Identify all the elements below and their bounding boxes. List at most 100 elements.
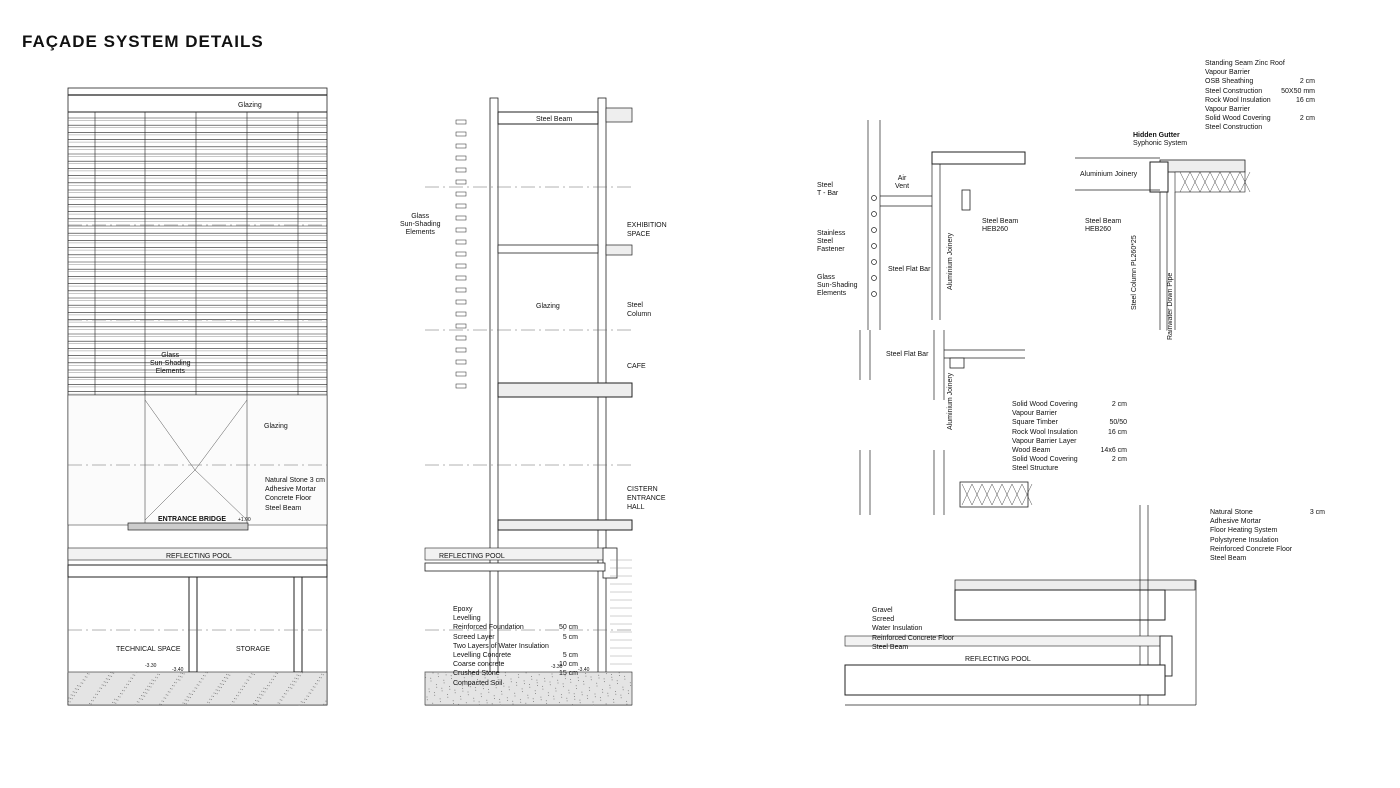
louver [455, 371, 467, 377]
line [981, 483, 993, 506]
layer-item: Steel Structure [1012, 464, 1127, 473]
layer-item: Reinforced Concrete Floor [1210, 545, 1325, 554]
layer-name: Standing Seam Zinc Roof [1205, 60, 1285, 67]
soil-dot [94, 697, 96, 699]
roof-beam [497, 111, 599, 125]
soil-dot [514, 692, 516, 694]
layer-thickness: 16 cm [1107, 428, 1127, 436]
soil-dot [252, 703, 254, 705]
soil-dot [132, 674, 134, 676]
soil-dot [151, 679, 153, 681]
soil-dot [624, 675, 626, 677]
fastener [871, 227, 877, 233]
soil-dot [167, 691, 169, 693]
soil-dot [86, 673, 88, 675]
soil-dot [456, 684, 458, 686]
soil-dot [268, 685, 270, 687]
soil-dot [277, 672, 279, 674]
soil-dot [283, 693, 285, 695]
soil-dot [536, 679, 538, 681]
soil-dot [76, 685, 78, 687]
layer-item: Epoxy [453, 605, 578, 614]
label-section-glazing: Glazing [536, 303, 560, 310]
soil-dot [84, 679, 86, 681]
soil-dot [188, 693, 190, 695]
soil-dot [266, 688, 268, 690]
layer-name: Solid Wood Covering [1012, 401, 1078, 408]
soil-dot [196, 684, 198, 686]
soil-dot [209, 698, 211, 700]
soil-dot [127, 684, 129, 686]
facade-mullion [489, 97, 499, 674]
louver [455, 191, 467, 197]
roof-build-up [1159, 159, 1246, 173]
layer-name: Steel Construction [1205, 87, 1263, 95]
label-joinery-vertical-2: Aluminium Joinery [947, 372, 954, 430]
layer-thickness: 2 cm [1299, 78, 1315, 86]
soil-dot [101, 687, 103, 689]
label-glazing: Glazing [264, 423, 288, 430]
soil-dot [291, 684, 293, 686]
soil-dot [592, 701, 594, 703]
soil-dot [617, 683, 618, 684]
soil-dot [239, 692, 241, 694]
soil-dot [599, 697, 601, 699]
soil-dot [452, 700, 454, 702]
soil-dot [312, 686, 314, 688]
soil-dot [605, 673, 607, 675]
layer-name: Coarse concrete [453, 661, 505, 669]
soil-dot [505, 674, 507, 676]
soil-dot [155, 676, 157, 678]
layer-name: Floor Heating System [1210, 527, 1278, 535]
soil-dot [148, 689, 150, 691]
soil-dot [458, 703, 460, 705]
soil-dot [165, 697, 167, 699]
soil-dot [596, 682, 598, 684]
soil-dot [503, 682, 505, 684]
soil-dot [114, 698, 116, 700]
soil-dot [254, 703, 256, 705]
soil-dot [564, 678, 566, 680]
soil-dot [99, 691, 100, 692]
soil-dot [516, 684, 518, 686]
layer-item: Adhesive Mortar [1210, 517, 1325, 526]
soil-dot [141, 695, 142, 696]
layer-name: Water Insulation [872, 625, 923, 633]
label-detail-louvers: Glass Sun-Shading Elements [817, 274, 858, 297]
soil-dot [183, 673, 185, 675]
soil-dot [153, 679, 155, 681]
soil-dot [220, 687, 222, 689]
layer-name: Polystyrene Insulation [1210, 536, 1279, 544]
soil-dot [503, 685, 505, 687]
soil-dot [626, 700, 628, 702]
soil-dot [508, 689, 510, 691]
soil-dot [449, 686, 450, 687]
soil-dot [507, 699, 509, 701]
layer-item: Screed [872, 615, 954, 624]
louver [455, 287, 467, 293]
soil-dot [525, 672, 527, 674]
soil-dot [454, 689, 456, 691]
soil-dot [603, 678, 605, 680]
soil-dot [264, 691, 266, 693]
soil-dot [144, 692, 146, 694]
soil-dot [289, 687, 291, 689]
soil-dot [454, 692, 456, 694]
soil-dot [149, 682, 151, 684]
soil-dot [219, 686, 221, 688]
soil-dot [270, 682, 272, 684]
soil-dot [291, 687, 293, 689]
soil-dot [314, 686, 316, 688]
soil-dot [161, 700, 163, 702]
soil-dot [115, 702, 117, 704]
soil-dot [283, 696, 285, 698]
soil-dot [310, 692, 312, 694]
soil-dot [138, 698, 140, 700]
soil-dot [449, 688, 451, 690]
soil-dot [248, 676, 250, 678]
soil-dot [447, 694, 448, 695]
layer-name: Wood Beam [1012, 447, 1051, 455]
soil-dot [439, 698, 441, 700]
